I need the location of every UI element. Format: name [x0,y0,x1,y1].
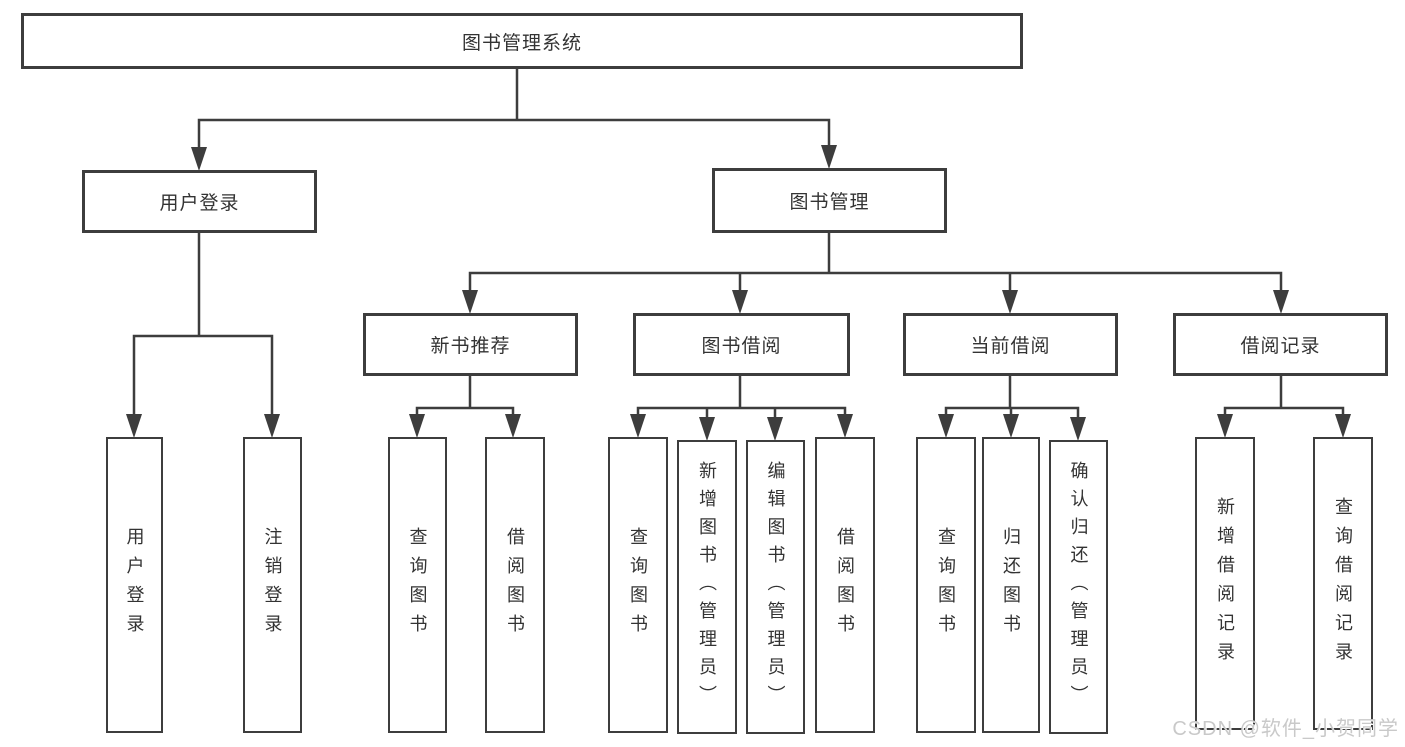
leaf-records-add-borrow-record: 新增借阅记录 [1195,437,1255,730]
leaf-borrowing-edit-books-admin: 编辑图书（管理员） [746,440,805,734]
leaf-records-query-borrow-record: 查询借阅记录 [1313,437,1373,730]
leaf-newbook-query-books: 查询图书 [388,437,447,733]
arrowhead-icons [126,145,1351,441]
csdn-watermark: CSDN @软件_小贺同学 [1172,718,1399,740]
node-library-management-system: 图书管理系统 [21,13,1023,69]
leaf-borrowing-query-books: 查询图书 [608,437,668,733]
node-borrowing-records: 借阅记录 [1173,313,1388,376]
node-book-borrowing: 图书借阅 [633,313,850,376]
leaf-current-return-books: 归还图书 [982,437,1040,733]
leaf-current-confirm-return-admin: 确认归还（管理员） [1049,440,1108,734]
leaf-logout: 注销登录 [243,437,302,733]
node-book-management: 图书管理 [712,168,947,233]
node-user-login: 用户登录 [82,170,317,233]
node-new-book-recommendation: 新书推荐 [363,313,578,376]
leaf-current-query-books: 查询图书 [916,437,976,733]
leaf-borrowing-add-books-admin: 新增图书（管理员） [677,440,737,734]
leaf-user-login: 用户登录 [106,437,163,733]
leaf-borrowing-borrow-books: 借阅图书 [815,437,875,733]
node-current-borrowing: 当前借阅 [903,313,1118,376]
leaf-newbook-borrow-books: 借阅图书 [485,437,545,733]
